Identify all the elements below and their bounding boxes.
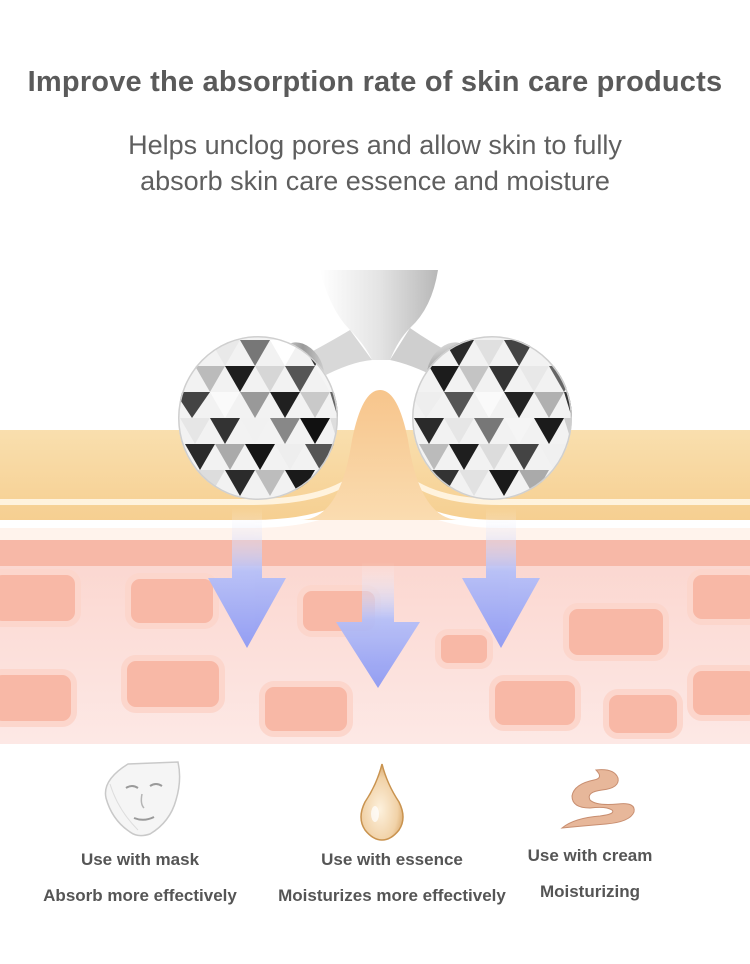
page-subtitle-line-1: Helps unclog pores and allow skin to ful…: [128, 130, 622, 160]
feature-essence-benefit-wrap: Moisturizes more effectively: [262, 886, 522, 906]
feature-mask-benefit-wrap: Absorb more effectively: [20, 886, 260, 906]
left-roller-ball: [178, 336, 338, 500]
face-mask-icon: [104, 761, 181, 837]
essence-drop-icon: [360, 763, 404, 841]
feature-cream: Use with cream: [500, 846, 680, 866]
feature-essence-benefit: Moisturizes more effectively: [278, 886, 506, 905]
page-subtitle-line-2: absorb skin care essence and moisture: [140, 166, 610, 196]
feature-mask-benefit: Absorb more effectively: [43, 886, 237, 905]
feature-mask-label: Use with mask: [80, 850, 200, 869]
skin-roller-illustration: [0, 270, 750, 750]
page-title: Improve the absorption rate of skin care…: [27, 66, 723, 98]
feature-cream-label: Use with cream: [527, 846, 653, 865]
feature-essence-label: Use with essence: [321, 850, 463, 869]
feature-essence: Use with essence: [262, 850, 522, 870]
usage-panel: Use with mask Absorb more effectively Us…: [0, 744, 750, 964]
feature-cream-benefit: Moisturizing: [539, 882, 641, 901]
feature-cream-benefit-wrap: Moisturizing: [500, 882, 680, 902]
cream-swatch-icon: [560, 769, 635, 829]
feature-mask: Use with mask: [20, 850, 260, 870]
